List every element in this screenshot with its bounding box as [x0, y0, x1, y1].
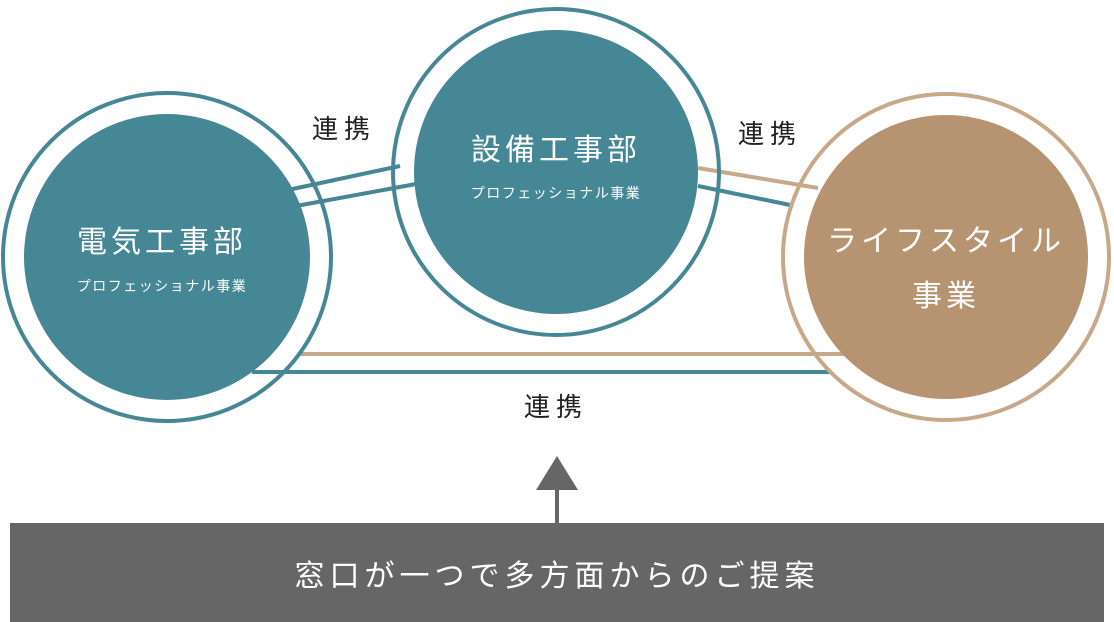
node-setsubi-fill: [414, 30, 698, 314]
node-setsubi-title: 設備工事部: [471, 133, 641, 168]
node-denki: 電気工事部 プロフェッショナル事業: [1, 91, 333, 423]
node-lifestyle-ring: [781, 92, 1111, 422]
node-setsubi: 設備工事部 プロフェッショナル事業: [391, 7, 721, 337]
link-label-left: 連携: [312, 115, 376, 145]
connector-top-right-lower: [697, 184, 791, 207]
node-lifestyle: ライフスタイル 事業: [781, 92, 1111, 422]
node-denki-subtitle: プロフェッショナル事業: [77, 279, 248, 295]
node-lifestyle-title-line1: ライフスタイル: [827, 224, 1065, 259]
node-denki-ring: [1, 91, 333, 423]
connector-left-top-upper: [287, 164, 401, 192]
node-lifestyle-title-line2: 事業: [912, 279, 980, 314]
node-denki-fill: [24, 114, 310, 400]
banner-text: 窓口が一つで多方面からのご提案: [294, 558, 820, 594]
node-lifestyle-fill: [804, 115, 1088, 399]
arrow-head: [536, 456, 578, 490]
connector-left-top-lower: [295, 182, 417, 208]
node-setsubi-ring: [391, 7, 721, 337]
arrow-up-icon: [536, 456, 578, 524]
link-label-right: 連携: [738, 120, 802, 150]
node-denki-title: 電気工事部: [77, 225, 247, 260]
proposal-banner: 窓口が一つで多方面からのご提案: [10, 523, 1104, 622]
node-setsubi-subtitle: プロフェッショナル事業: [471, 186, 642, 202]
link-label-bottom: 連携: [524, 393, 588, 423]
